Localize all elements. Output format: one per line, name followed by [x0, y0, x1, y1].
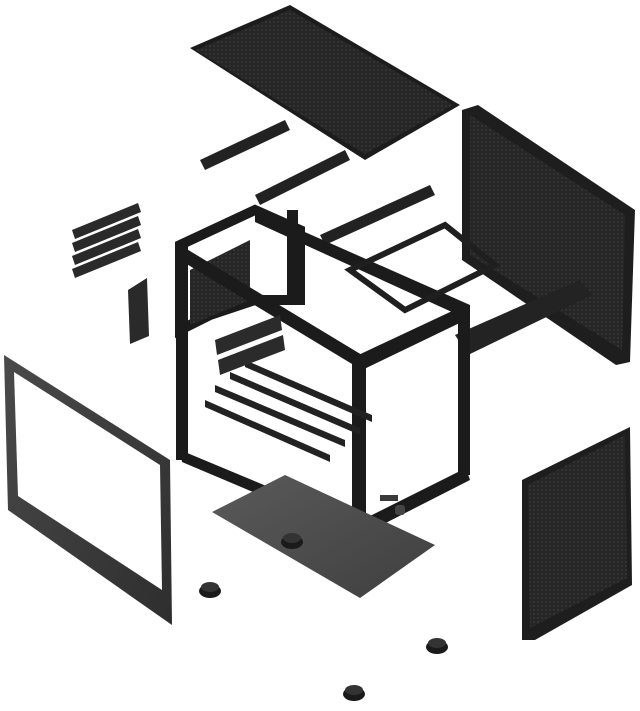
side-frame-left [4, 355, 172, 625]
top-panel [190, 5, 460, 160]
carry-handle [455, 280, 592, 355]
rubber-feet [199, 533, 448, 701]
drive-cage [344, 221, 501, 314]
foot-2 [199, 582, 221, 598]
bottom-plate [212, 475, 435, 598]
foot-3 [426, 638, 448, 654]
foot-4 [343, 685, 365, 701]
front-panel [522, 427, 632, 640]
foot-1 [281, 533, 303, 549]
chassis-frame [175, 204, 470, 538]
mounting-rails-top [200, 120, 435, 245]
pci-brackets [72, 203, 149, 344]
